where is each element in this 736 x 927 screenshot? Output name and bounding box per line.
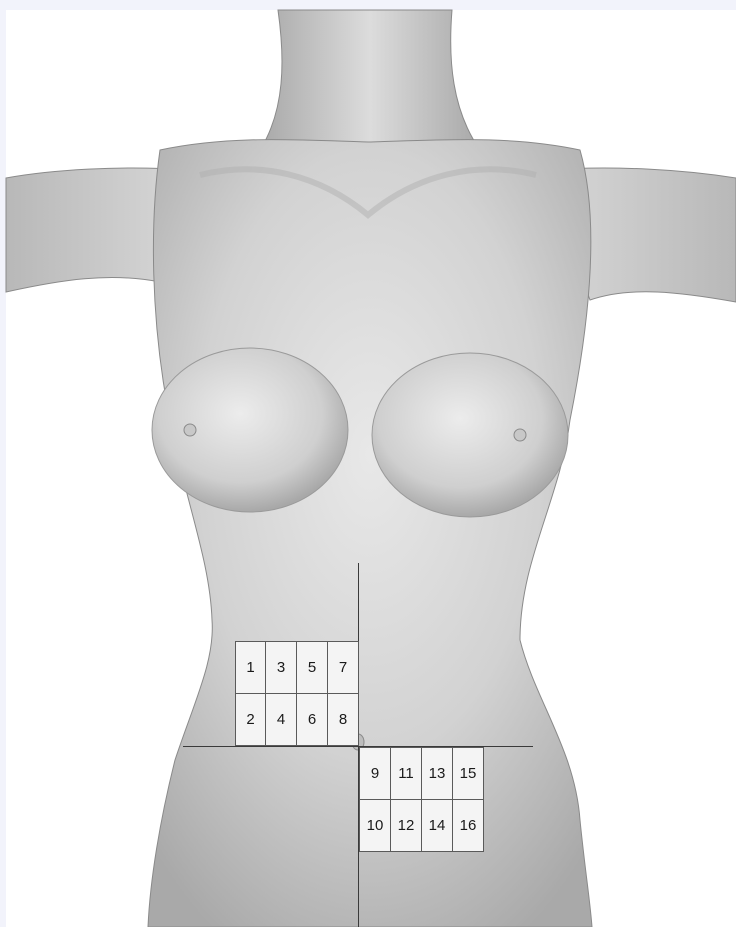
grid-cell: 13 (421, 747, 453, 800)
neck (260, 10, 480, 150)
grid-cell: 15 (452, 747, 484, 800)
grid-cell: 6 (296, 693, 328, 746)
left-breast (152, 348, 348, 512)
grid-cell: 7 (327, 641, 359, 694)
right-nipple (514, 429, 526, 441)
grid-cell: 5 (296, 641, 328, 694)
grid-cell: 4 (265, 693, 297, 746)
grid-cell: 1 (235, 641, 266, 694)
grid-cell: 14 (421, 799, 453, 852)
grid-cell: 8 (327, 693, 359, 746)
grid-cell: 11 (390, 747, 422, 800)
grid-cell: 12 (390, 799, 422, 852)
left-nipple (184, 424, 196, 436)
grid-cell: 9 (359, 747, 391, 800)
right-breast (372, 353, 568, 517)
grid-cell: 3 (265, 641, 297, 694)
grid-cell: 2 (235, 693, 266, 746)
grid-cell: 16 (452, 799, 484, 852)
grid-cell: 10 (359, 799, 391, 852)
